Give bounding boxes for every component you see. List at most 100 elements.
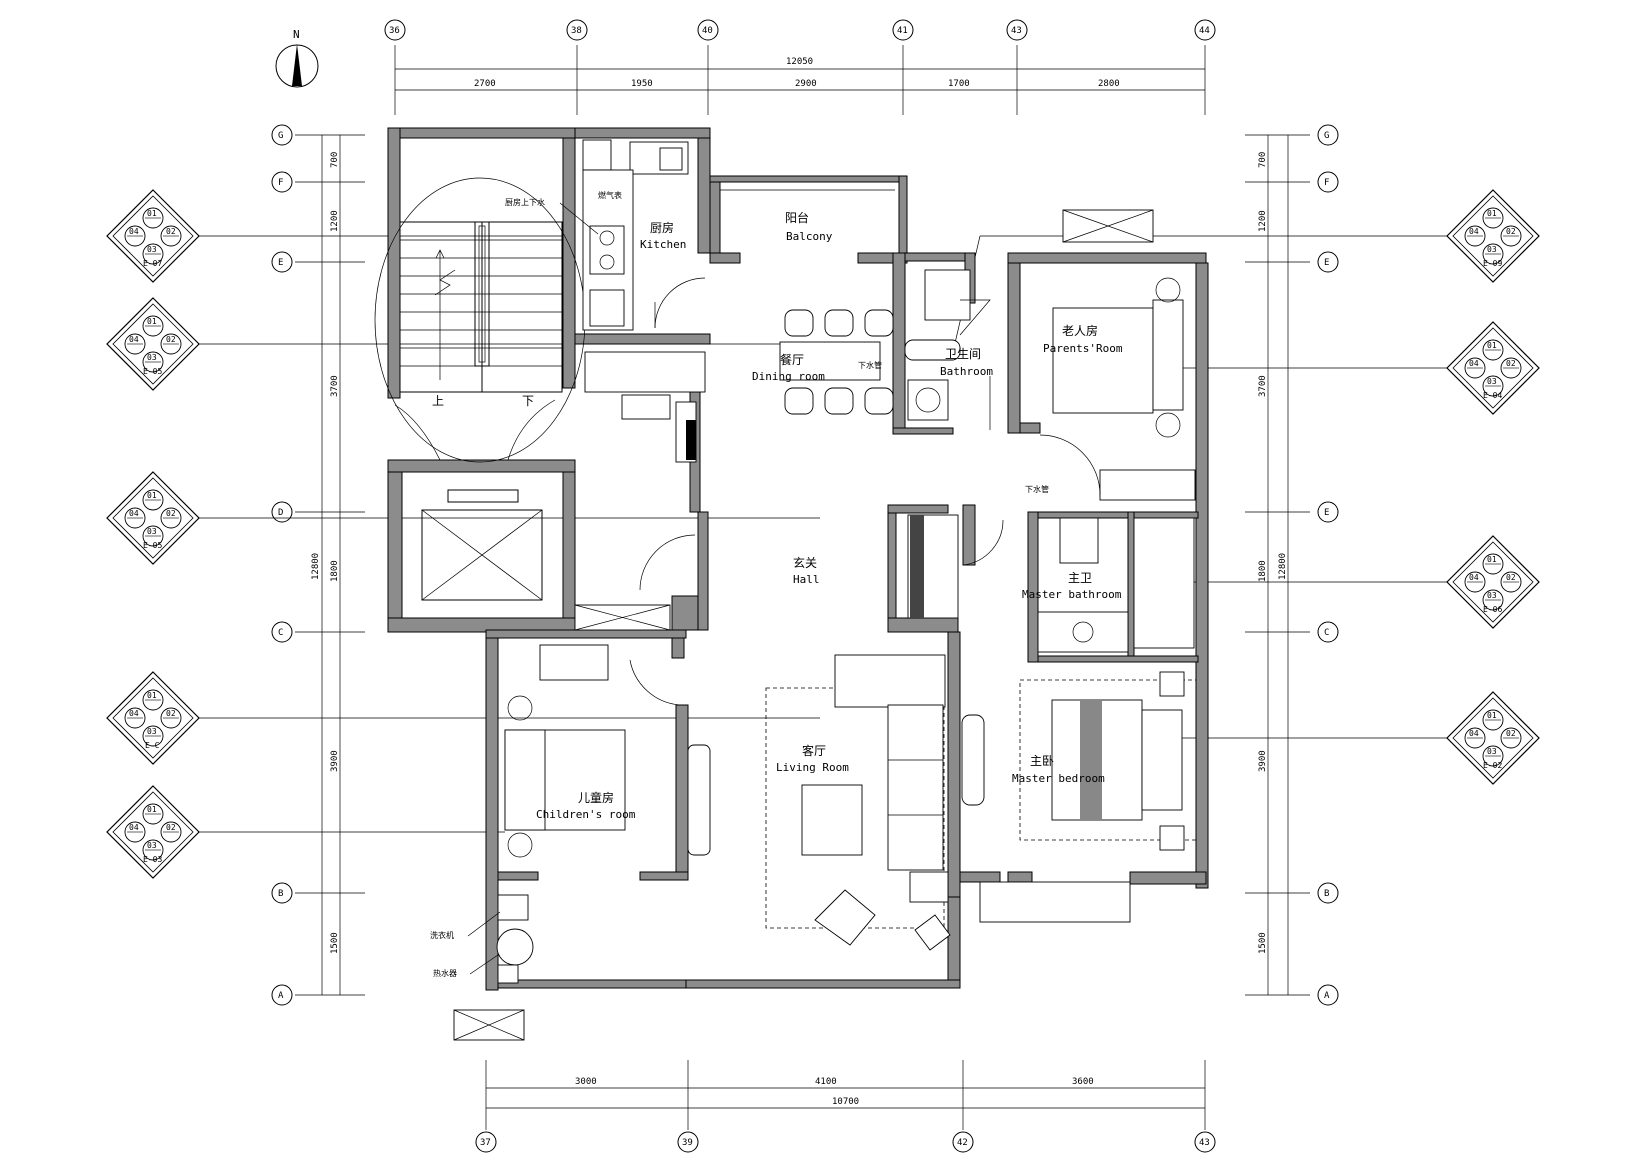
dining-table-set: 餐厅 Dining room 下水管 — [752, 309, 894, 415]
balcony: 阳台 Balcony — [720, 189, 895, 243]
bottom-axis-2: 39 — [682, 1138, 693, 1148]
utility-corner: 洗衣机 热水器 — [430, 894, 534, 1041]
water-heater-note: 热水器 — [433, 968, 457, 978]
left-axis-bubbles: G F E D C B A — [271, 124, 293, 1006]
kitchen-pipe-note: 厨房上下水 — [505, 197, 545, 207]
elev-l3-01: 01 — [147, 491, 157, 500]
right-axis-7: A — [1324, 991, 1330, 1001]
master-pipe-note: 下水管 — [1025, 484, 1049, 494]
elevation-symbol-right-1: 01 02 03 04 E-09 — [1446, 189, 1540, 283]
bottom-dimension-chain: 3000 4100 3600 10700 — [485, 1060, 1206, 1130]
elev-l5-03: 03 — [147, 841, 157, 850]
children-name-en: Children's room — [536, 808, 636, 821]
elev-r3-03: 03 — [1487, 591, 1497, 600]
top-dimension-chain: 12050 2700 1950 2900 1700 2800 — [394, 45, 1206, 115]
top-axis-4: 41 — [897, 26, 908, 36]
elev-l2-04: 04 — [129, 335, 139, 344]
kitchen-fixtures: 厨房上下水 燃气表 厨房 Kitchen — [505, 139, 706, 463]
elev-r4-ref: E-02 — [1483, 761, 1502, 770]
right-dim-seg-2: 1200 — [1258, 210, 1268, 232]
left-dim-seg-5: 3900 — [330, 750, 340, 772]
north-compass: N — [275, 28, 319, 88]
right-axis-2: F — [1324, 178, 1329, 188]
right-axis-4: E — [1324, 508, 1329, 518]
right-axis-bubbles: G F E E C B A — [1317, 124, 1339, 1006]
top-dim-seg-5: 2800 — [1098, 79, 1120, 89]
top-dim-seg-2: 1950 — [631, 79, 653, 89]
bottom-dim-seg-2: 4100 — [815, 1077, 837, 1087]
elev-l5-04: 04 — [129, 823, 139, 832]
right-axis-1: G — [1324, 131, 1329, 141]
left-axis-b: B — [278, 889, 283, 899]
bathroom-name-cn: 卫生间 — [945, 347, 981, 361]
dining-name-cn: 餐厅 — [780, 352, 804, 367]
elev-l1-01: 01 — [147, 209, 157, 218]
elev-l5-ref: E-03 — [143, 855, 162, 864]
bottom-dim-seg-3: 3600 — [1072, 1077, 1094, 1087]
right-dim-seg-4: 1800 — [1258, 560, 1268, 582]
elev-r4-04: 04 — [1469, 729, 1479, 738]
washer-note: 洗衣机 — [430, 930, 454, 940]
elev-r3-01: 01 — [1487, 555, 1497, 564]
left-axis-f: F — [278, 178, 283, 188]
elev-r3-ref: E-06 — [1483, 605, 1502, 614]
elev-l4-01: 01 — [147, 691, 157, 700]
elev-r4-03: 03 — [1487, 747, 1497, 756]
elev-l3-03: 03 — [147, 527, 157, 536]
top-dim-seg-3: 2900 — [795, 79, 817, 89]
top-axis-bubbles: 36 38 40 41 43 44 — [384, 19, 1216, 41]
elev-r1-ref: E-09 — [1483, 259, 1502, 268]
master-bed-name-cn: 主卧 — [1030, 754, 1054, 768]
elev-r2-ref: E-04 — [1483, 391, 1502, 400]
top-dim-seg-1: 2700 — [474, 79, 496, 89]
elevation-symbol-right-4: 01 02 03 04 E-02 — [1446, 691, 1540, 785]
elev-l5-01: 01 — [147, 805, 157, 814]
elev-l4-ref: E-C — [145, 741, 160, 750]
master-bath-name-cn: 主卫 — [1068, 571, 1092, 585]
elev-r2-03: 03 — [1487, 377, 1497, 386]
master-bath-name-en: Master bathroom — [1022, 588, 1122, 601]
elev-l2-ref: E-05 — [143, 367, 162, 376]
children-room: 儿童房 Children's room — [504, 644, 711, 858]
right-axis-6: B — [1324, 889, 1329, 899]
bottom-dim-overall: 10700 — [832, 1097, 859, 1107]
elevation-symbol-right-2: 01 02 03 04 E-04 — [1446, 321, 1540, 415]
elev-l2-01: 01 — [147, 317, 157, 326]
left-dim-seg-1: 700 — [330, 152, 340, 168]
staircase: 上 下 — [374, 177, 586, 463]
right-dim-seg-6: 1500 — [1258, 932, 1268, 954]
left-dim-seg-6: 1500 — [330, 932, 340, 954]
elevation-symbol-left-3: 01 02 03 04 E-05 — [106, 471, 200, 565]
elev-l4-02: 02 — [166, 709, 176, 718]
top-axis-5: 43 — [1011, 26, 1022, 36]
kitchen-name-cn: 厨房 — [650, 220, 674, 235]
elev-r4-02: 02 — [1506, 729, 1516, 738]
elev-r2-01: 01 — [1487, 341, 1497, 350]
stair-down-label: 下 — [522, 394, 534, 408]
right-dim-seg-1: 700 — [1258, 152, 1268, 168]
parents-name-en: Parents'Room — [1043, 342, 1123, 355]
elev-l4-03: 03 — [147, 727, 157, 736]
right-dim-seg-3: 3700 — [1258, 375, 1268, 397]
left-axis-c: C — [278, 628, 283, 638]
top-dim-overall: 12050 — [786, 57, 813, 67]
left-axis-g: G — [278, 131, 283, 141]
hall-name-cn: 玄关 — [793, 555, 817, 570]
bottom-dim-seg-1: 3000 — [575, 1077, 597, 1087]
elev-r1-03: 03 — [1487, 245, 1497, 254]
master-bed-name-en: Master bedroom — [1012, 772, 1105, 785]
left-dimension-chain: 12800 700 1200 3700 1800 3900 1500 — [295, 134, 365, 996]
elev-l5-02: 02 — [166, 823, 176, 832]
elev-l1-ref: E-07 — [143, 259, 162, 268]
elevation-symbol-left-1: 01 02 03 04 E-07 — [106, 189, 200, 283]
bottom-axis-1: 37 — [480, 1138, 491, 1148]
elev-l1-02: 02 — [166, 227, 176, 236]
left-dim-overall: 12800 — [311, 553, 321, 580]
bathroom-name-en: Bathroom — [940, 365, 993, 378]
right-axis-5: C — [1324, 628, 1329, 638]
north-label: N — [293, 28, 300, 41]
top-axis-3: 40 — [702, 26, 713, 36]
gas-meter-note: 燃气表 — [598, 190, 622, 200]
elev-l4-04: 04 — [129, 709, 139, 718]
